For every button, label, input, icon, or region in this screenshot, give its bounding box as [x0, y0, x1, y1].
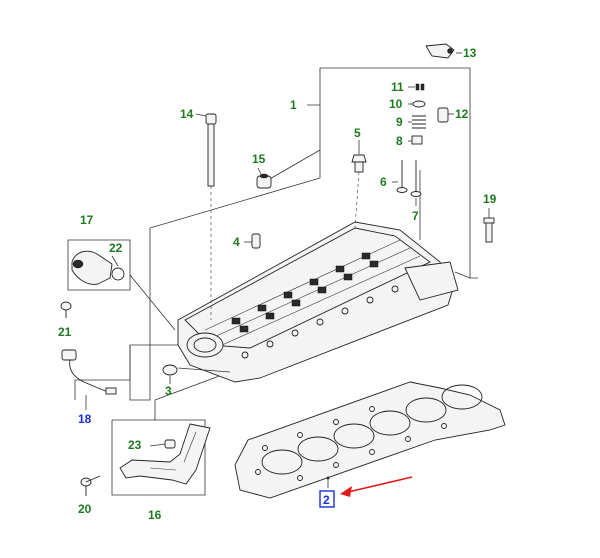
- lash-adjuster-12: [437, 107, 454, 123]
- callout-10: 10: [389, 97, 403, 111]
- callout-19: 19: [483, 192, 497, 206]
- callout-16: 16: [148, 508, 162, 522]
- bracket-part-17: [67, 239, 131, 291]
- bolt-3: [162, 364, 178, 384]
- dowel-pin: [244, 233, 261, 249]
- sensor-18: [61, 349, 117, 410]
- bolt-21: [60, 301, 72, 318]
- valve-spring-9: [408, 115, 426, 129]
- callout-3: 3: [165, 384, 172, 398]
- sensor-assembly-17: [71, 250, 125, 285]
- callout-5: 5: [354, 126, 361, 140]
- callout-17: 17: [80, 213, 94, 227]
- rocker-arm-13: [425, 43, 462, 59]
- callout-14: 14: [180, 107, 194, 121]
- collet-11: [408, 83, 425, 91]
- bracket-part-16: [111, 419, 206, 496]
- leader-2-dot: [326, 476, 330, 480]
- head-bolt: [195, 113, 217, 187]
- red-mark: [177, 367, 231, 373]
- plug-axis: [354, 171, 360, 229]
- bracket-part-18: [74, 344, 178, 400]
- cylinder-head: [177, 221, 459, 383]
- callout-2: 2: [323, 493, 330, 507]
- valve-6: [392, 160, 408, 193]
- callout-2-highlight: [319, 490, 335, 508]
- leader-17-to-head: [129, 274, 176, 331]
- leader-16-head: [154, 371, 231, 401]
- callout-22: 22: [109, 241, 123, 255]
- bracket-left-lower: [129, 330, 151, 401]
- retainer-10: [408, 100, 426, 108]
- callout-18: 18: [78, 412, 92, 426]
- callout-8: 8: [396, 134, 403, 148]
- callout-4: 4: [233, 235, 240, 249]
- stud-19: [483, 208, 495, 243]
- callout-1: 1: [290, 98, 297, 112]
- bolt-20: [80, 475, 101, 496]
- plug-part: [351, 140, 367, 173]
- callout-12: 12: [455, 107, 469, 121]
- callout-9: 9: [396, 115, 403, 129]
- pointer-arrow: [340, 476, 413, 497]
- callout-7: 7: [412, 209, 419, 223]
- coolant-pipe-16: [119, 423, 211, 485]
- leader-1-to-15: [267, 149, 321, 181]
- head-gasket: [234, 381, 506, 499]
- callout-23: 23: [128, 438, 142, 452]
- cap-part: [256, 167, 272, 189]
- bracket-right: [469, 170, 478, 279]
- callout-11: 11: [391, 80, 404, 94]
- bracket-part-1-left: [149, 105, 321, 330]
- bracket-part-1: [307, 67, 471, 170]
- callout-13: 13: [463, 46, 477, 60]
- valve-7: [410, 160, 422, 206]
- valve-seal-8: [408, 135, 423, 145]
- callout-20: 20: [78, 502, 92, 516]
- leader-19: [454, 271, 471, 279]
- callout-21: 21: [58, 325, 72, 339]
- callout-15: 15: [252, 152, 266, 166]
- callout-6: 6: [380, 175, 387, 189]
